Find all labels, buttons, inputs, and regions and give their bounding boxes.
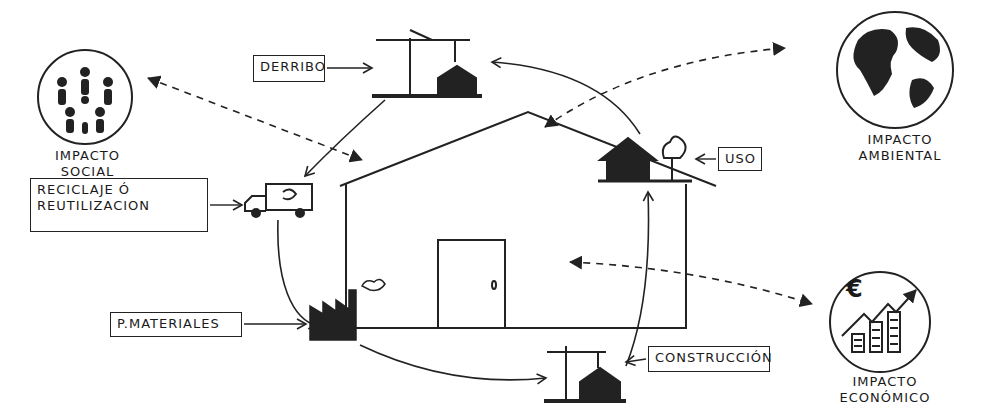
construction-icon — [544, 346, 626, 401]
stage-label: P.MATERIALES — [117, 316, 235, 332]
stage-label: DERRIBO — [260, 59, 318, 75]
stage-label-box: P.MATERIALES — [110, 312, 242, 337]
impact-label: IMPACTO ECONÓMICO — [820, 374, 950, 406]
use-icon — [598, 136, 692, 181]
stage-label: USO — [725, 151, 755, 167]
stage-label: CONSTRUCCIÓN — [655, 350, 763, 366]
factory-icon — [310, 279, 385, 340]
truck-icon — [245, 184, 312, 217]
stage-label-box: RECICLAJE Ó REUTILIZACION — [30, 178, 208, 232]
stage-label-box: USO — [718, 147, 762, 171]
impact-label: IMPACTO AMBIENTAL — [830, 132, 970, 164]
stage-label-box: DERRIBO — [253, 55, 325, 82]
stage-label-box: CONSTRUCCIÓN — [648, 346, 770, 372]
label-pointers — [210, 68, 716, 362]
cycle-arrows — [278, 62, 649, 380]
globe-continents — [853, 27, 940, 108]
currency-symbol: € — [846, 276, 863, 302]
demolition-icon — [372, 30, 482, 96]
impact-label: IMPACTO SOCIAL — [30, 148, 145, 180]
impact-arrows — [148, 48, 812, 304]
stage-label: RECICLAJE Ó REUTILIZACION — [37, 182, 201, 214]
people-icon — [57, 67, 113, 134]
impact-circle: IMPACTO AMBIENTAL — [830, 8, 970, 183]
house-outline — [340, 112, 716, 328]
impact-circle: € IMPACTO ECONÓMICO — [820, 268, 950, 412]
impact-circle: IMPACTO SOCIAL — [30, 45, 145, 195]
